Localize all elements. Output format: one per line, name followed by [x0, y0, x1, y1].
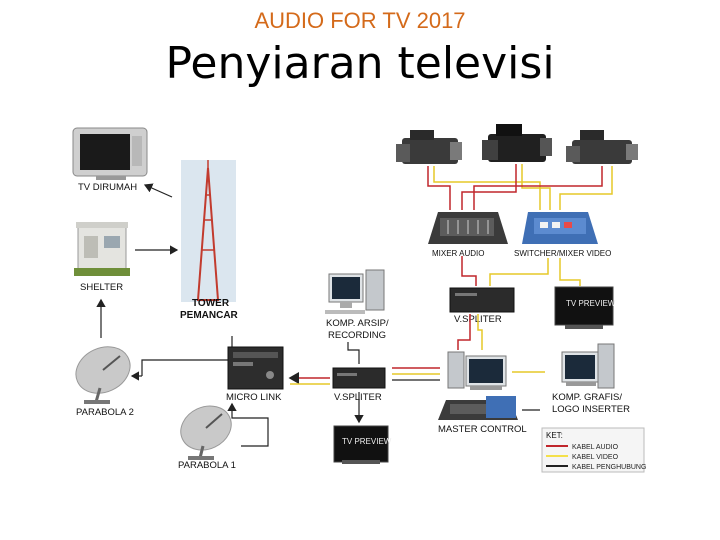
right-cables	[392, 256, 581, 411]
archive-computer-label-2: RECORDING	[328, 330, 386, 341]
micro-link-icon	[227, 346, 284, 390]
switcher-label: SWITCHER/MIXER VIDEO	[514, 249, 611, 258]
master-control-desk-icon	[438, 396, 518, 420]
tv-preview-bottom-icon	[333, 425, 389, 464]
camera-1-icon	[396, 130, 462, 164]
shelter-icon	[74, 222, 130, 276]
camera-3-icon	[566, 130, 638, 164]
parabola1-link	[231, 409, 269, 447]
tower-label-2: PEMANCAR	[180, 310, 239, 321]
page-title: Penyiaran televisi	[165, 38, 555, 89]
microlink-to-parabola2-link	[141, 359, 228, 376]
master-control-label: MASTER CONTROL	[438, 424, 527, 435]
subtitle: AUDIO FOR TV 2017	[254, 8, 466, 33]
switcher-video-icon	[522, 212, 598, 244]
parabola-2-icon	[75, 346, 131, 404]
tv-preview-top-label: TV PREVIEW	[566, 299, 616, 308]
shelter-label: SHELTER	[80, 282, 123, 293]
tv-preview-bottom-label: TV PREVIEW	[342, 437, 392, 446]
video-splitter-mid-label: V.SPLITER	[334, 392, 382, 403]
mixer-audio-label: MIXER AUDIO	[432, 249, 484, 258]
graphics-computer-label-2: LOGO INSERTER	[552, 404, 630, 415]
tower-label-1: TOWER	[192, 298, 230, 309]
legend-audio-label: KABEL AUDIO	[572, 444, 619, 451]
camera-2-icon	[482, 124, 552, 162]
parabola-2-label: PARABOLA 2	[76, 407, 134, 418]
graphics-computer-label-1: KOMP. GRAFIS/	[552, 392, 622, 403]
master-control-computer-icon	[447, 351, 507, 390]
legend: KET: KABEL AUDIO KABEL VIDEO KABEL PENGH…	[541, 427, 646, 473]
parabola-1-label: PARABOLA 1	[178, 460, 236, 471]
video-splitter-mid-icon	[332, 367, 386, 389]
archive-computer-icon	[325, 269, 385, 314]
tv-preview-top-icon	[554, 286, 614, 329]
tv-home-label: TV DIRUMAH	[78, 182, 137, 193]
legend-link-label: KABEL PENGHUBUNG	[572, 464, 646, 471]
archive-computer-label-1: KOMP. ARSIP/	[326, 318, 389, 329]
legend-video-label: KABEL VIDEO	[572, 454, 619, 461]
tower-to-tv-link	[143, 183, 173, 198]
micro-link-label: MICRO LINK	[226, 392, 282, 403]
video-splitter-top-icon	[449, 287, 515, 313]
mixer-audio-icon	[428, 212, 508, 244]
tv-home-icon	[72, 127, 148, 180]
tower-icon	[181, 160, 236, 302]
graphics-computer-icon	[561, 343, 615, 389]
legend-title: KET:	[546, 431, 563, 440]
camera-cables	[427, 164, 613, 210]
splitter-to-archive-link	[347, 342, 360, 364]
parabola-1-icon	[180, 405, 232, 460]
